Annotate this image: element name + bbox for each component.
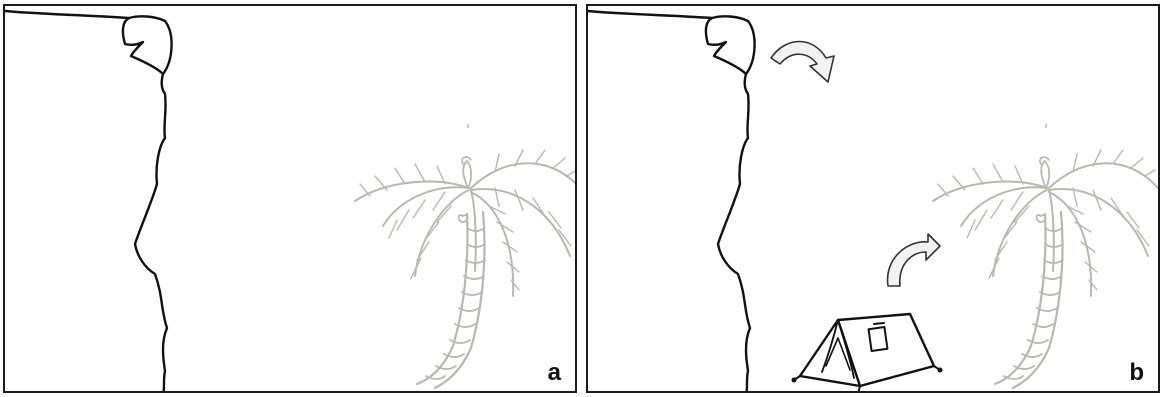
tent-icon	[792, 314, 942, 393]
palm-tree	[933, 124, 1158, 388]
curved-arrow-icon	[771, 42, 834, 83]
panel-b-illustration	[588, 6, 1160, 393]
panel-b: b	[586, 4, 1160, 393]
curved-arrow-icon	[888, 234, 940, 286]
palm-tree	[355, 124, 577, 388]
panel-a: a	[3, 4, 577, 393]
panel-a-illustration	[5, 6, 577, 393]
panel-label-b: b	[1129, 361, 1144, 385]
cliff-outline	[588, 11, 755, 393]
panel-label-a: a	[548, 361, 561, 385]
cliff-outline	[5, 11, 172, 393]
